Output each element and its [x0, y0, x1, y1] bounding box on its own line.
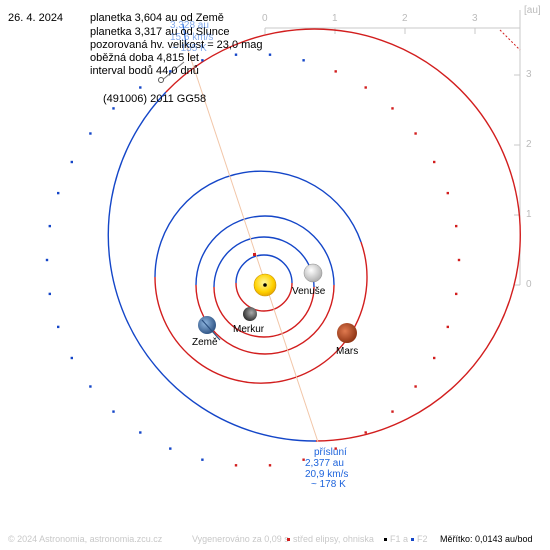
- x-tick-label-1: 1: [332, 13, 338, 24]
- orbit-interval-mark: [201, 59, 204, 62]
- asteroid-name-label: (491006) 2011 GG58: [103, 93, 207, 105]
- planet-venus[interactable]: [303, 263, 323, 283]
- orbit-interval-mark: [334, 447, 337, 450]
- y-tick-label-0: 0: [526, 279, 532, 290]
- orbit-interval-mark: [201, 458, 204, 461]
- axis-unit-label: [au]: [524, 5, 541, 16]
- orbit-interval-mark: [364, 86, 367, 89]
- orbit-interval-mark: [112, 410, 115, 413]
- legend-f2: F2: [411, 534, 428, 544]
- perihelion-temperature: ~ 178 K: [311, 479, 346, 490]
- perihelion-speed: 20,9 km/s: [305, 469, 349, 480]
- orbit-interval-mark: [57, 191, 60, 195]
- orbit-interval-mark: [433, 356, 436, 360]
- orbit-interval-mark: [433, 160, 436, 164]
- earth-asteroid-link: [201, 319, 221, 341]
- orbit-interval-mark: [302, 458, 305, 461]
- orbit-interval-mark: [455, 224, 458, 228]
- generated-time: Vygenerováno za 0,09 s: [192, 534, 289, 544]
- orbit-interval-mark: [89, 385, 92, 388]
- info-distance-earth: planetka 3,604 au od Země: [90, 12, 224, 24]
- orbit-interval-mark: [48, 292, 51, 296]
- orbit-interval-mark: [45, 258, 49, 262]
- orbit-interval-mark: [57, 325, 60, 329]
- orbit-interval-mark: [364, 431, 367, 434]
- mars-label: Mars: [336, 346, 359, 357]
- orbit-interval-mark: [446, 191, 449, 195]
- orbit-interval-mark: [268, 53, 272, 56]
- orbit-asteroid: [107, 28, 521, 442]
- scale-text: Měřítko: 0,0143 au/bod: [440, 534, 533, 544]
- mercury-label: Merkur: [233, 324, 265, 335]
- date-label: 26. 4. 2024: [8, 12, 64, 24]
- perihelion-distance: 2,377 au: [305, 458, 344, 469]
- info-point-interval: interval bodů 44,0 dnů: [90, 65, 199, 77]
- orbit-interval-mark: [302, 59, 305, 62]
- x-tick-label-2: 2: [402, 13, 408, 24]
- orbit-continuation-mark: [499, 29, 521, 51]
- orbit-interval-mark: [234, 53, 238, 56]
- orbit-interval-mark: [334, 70, 337, 73]
- info-distance-sun: planetka 3,317 au od Slunce: [90, 26, 230, 38]
- legend-center: střed elipsy, ohniska: [287, 534, 374, 544]
- info-magnitude: pozorovaná hv. velikost = 23,0 mag: [90, 39, 263, 51]
- legend-center-text: střed elipsy, ohniska: [293, 534, 374, 544]
- earth-label: Země: [192, 337, 218, 348]
- y-tick-label-3: 3: [526, 69, 532, 80]
- legend-f2-text: F2: [417, 534, 428, 544]
- orbit-interval-mark: [70, 356, 73, 360]
- orbit-interval-mark: [169, 447, 172, 450]
- sun-core: [263, 283, 267, 287]
- aphelion-distance: 3,328 au: [170, 20, 209, 31]
- aphelion-temperature: ~ 155 K: [172, 43, 207, 54]
- orbit-interval-mark: [48, 224, 51, 228]
- ellipse-center-mark: [253, 253, 256, 256]
- orbit-interval-mark: [446, 325, 449, 329]
- legend-f1-text: F1 a: [390, 534, 409, 544]
- orbit-mercury: [235, 254, 293, 312]
- orbit-interval-mark: [139, 86, 142, 89]
- apsidal-line: [185, 43, 319, 443]
- axes: [264, 10, 521, 286]
- orbit-interval-mark: [169, 70, 172, 73]
- orbit-interval-mark: [139, 431, 142, 434]
- legend-f1: F1 a: [384, 534, 408, 544]
- orbit-interval-mark: [89, 132, 92, 135]
- orbit-interval-mark: [455, 292, 458, 296]
- x-tick-label-3: 3: [472, 13, 478, 24]
- planet-mars[interactable]: [337, 323, 357, 343]
- orbit-interval-mark: [414, 132, 417, 135]
- orbit-interval-mark: [112, 107, 115, 110]
- perihelion-label: přísluní: [314, 447, 347, 458]
- orbit-earth: [195, 215, 335, 355]
- asteroid-to-aphelion-link: [182, 23, 187, 45]
- info-orbital-period: oběžná doba 4,815 let: [90, 52, 199, 64]
- legend-center-swatch: [287, 538, 290, 542]
- orbit-interval-mark: [457, 258, 461, 262]
- copyright-text: © 2024 Astronomia, astronomia.zcu.cz: [8, 534, 163, 544]
- planet-mercury[interactable]: [243, 307, 257, 321]
- orbit-interval-mark: [268, 464, 272, 467]
- asteroid-marker[interactable]: [158, 61, 185, 83]
- legend-f1-swatch: [384, 538, 387, 542]
- orbit-mars: [154, 170, 368, 384]
- x-tick-label-0: 0: [262, 13, 268, 24]
- venus-label: Venuše: [292, 286, 326, 297]
- y-tick-label-1: 1: [526, 209, 532, 220]
- orbit-interval-marks: [45, 53, 461, 467]
- orbit-interval-mark: [391, 107, 394, 110]
- orbit-interval-mark: [234, 464, 238, 467]
- legend-f2-swatch: [411, 538, 414, 542]
- orbit-interval-mark: [391, 410, 394, 413]
- aphelion-speed: 15,6 km/s: [170, 32, 214, 43]
- orbit-interval-mark: [70, 160, 73, 164]
- orbit-interval-mark: [414, 385, 417, 388]
- y-tick-label-2: 2: [526, 139, 532, 150]
